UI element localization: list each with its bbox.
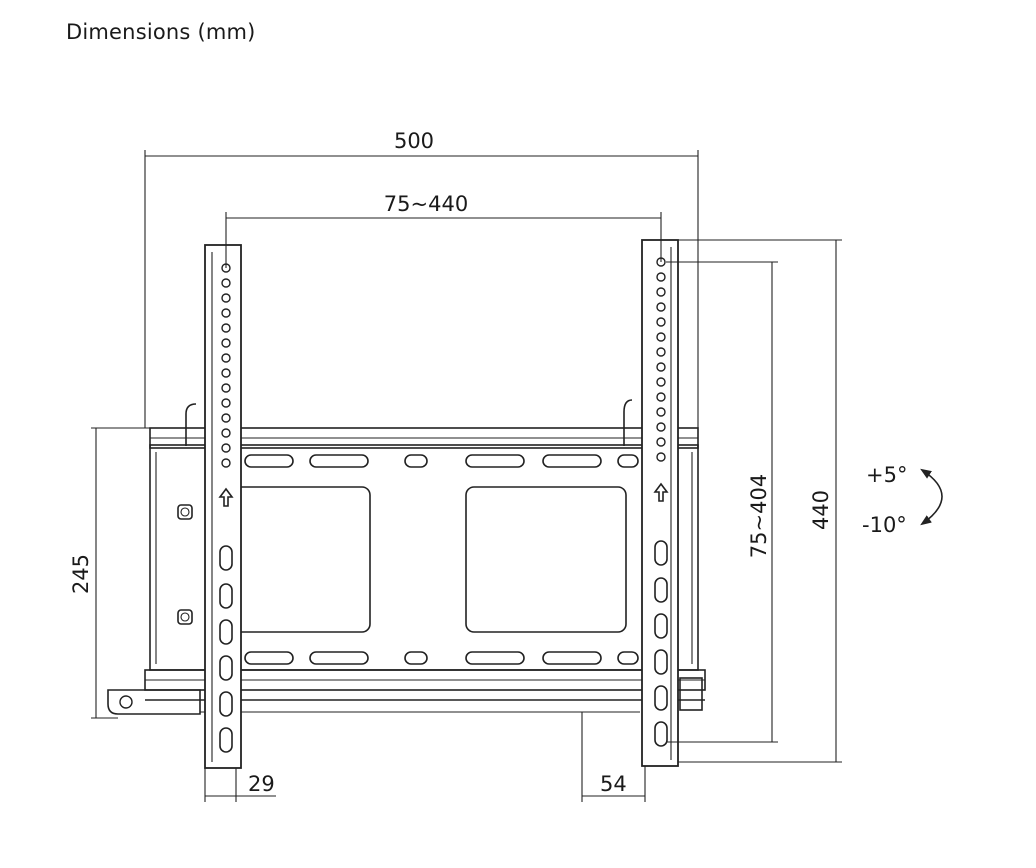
dimension-arm-width: 29 xyxy=(204,768,276,802)
left-vertical-arm xyxy=(204,244,242,769)
left-cutout xyxy=(231,486,371,633)
overall-width-label: 500 xyxy=(394,129,434,153)
dimension-crossbar-height: 245 xyxy=(69,427,150,719)
dimension-overall-height: 440 xyxy=(678,239,842,763)
wall-plate xyxy=(107,399,706,715)
dimension-vesa-horizontal: 75~440 xyxy=(225,192,662,268)
right-cutout xyxy=(465,486,627,633)
dimension-depth: 54 xyxy=(581,712,646,802)
tilt-up-label: +5° xyxy=(866,463,907,487)
top-slot-row xyxy=(244,454,639,468)
vesa-vertical-label: 75~404 xyxy=(747,474,771,558)
dimension-vesa-vertical: 75~404 xyxy=(666,261,778,743)
page-title: Dimensions (mm) xyxy=(66,20,256,44)
arm-width-label: 29 xyxy=(248,772,275,796)
tilt-indicator: +5° -10° xyxy=(862,463,943,537)
overall-height-label: 440 xyxy=(809,490,833,530)
tilt-down-label: -10° xyxy=(862,513,907,537)
crossbar-height-label: 245 xyxy=(69,554,93,594)
vesa-horizontal-label: 75~440 xyxy=(384,192,468,216)
tilt-arrow-icon xyxy=(920,468,943,526)
right-vertical-arm xyxy=(641,239,679,767)
dimension-overall-width: 500 xyxy=(144,129,699,428)
depth-label: 54 xyxy=(600,772,627,796)
bottom-slot-row xyxy=(244,651,639,665)
